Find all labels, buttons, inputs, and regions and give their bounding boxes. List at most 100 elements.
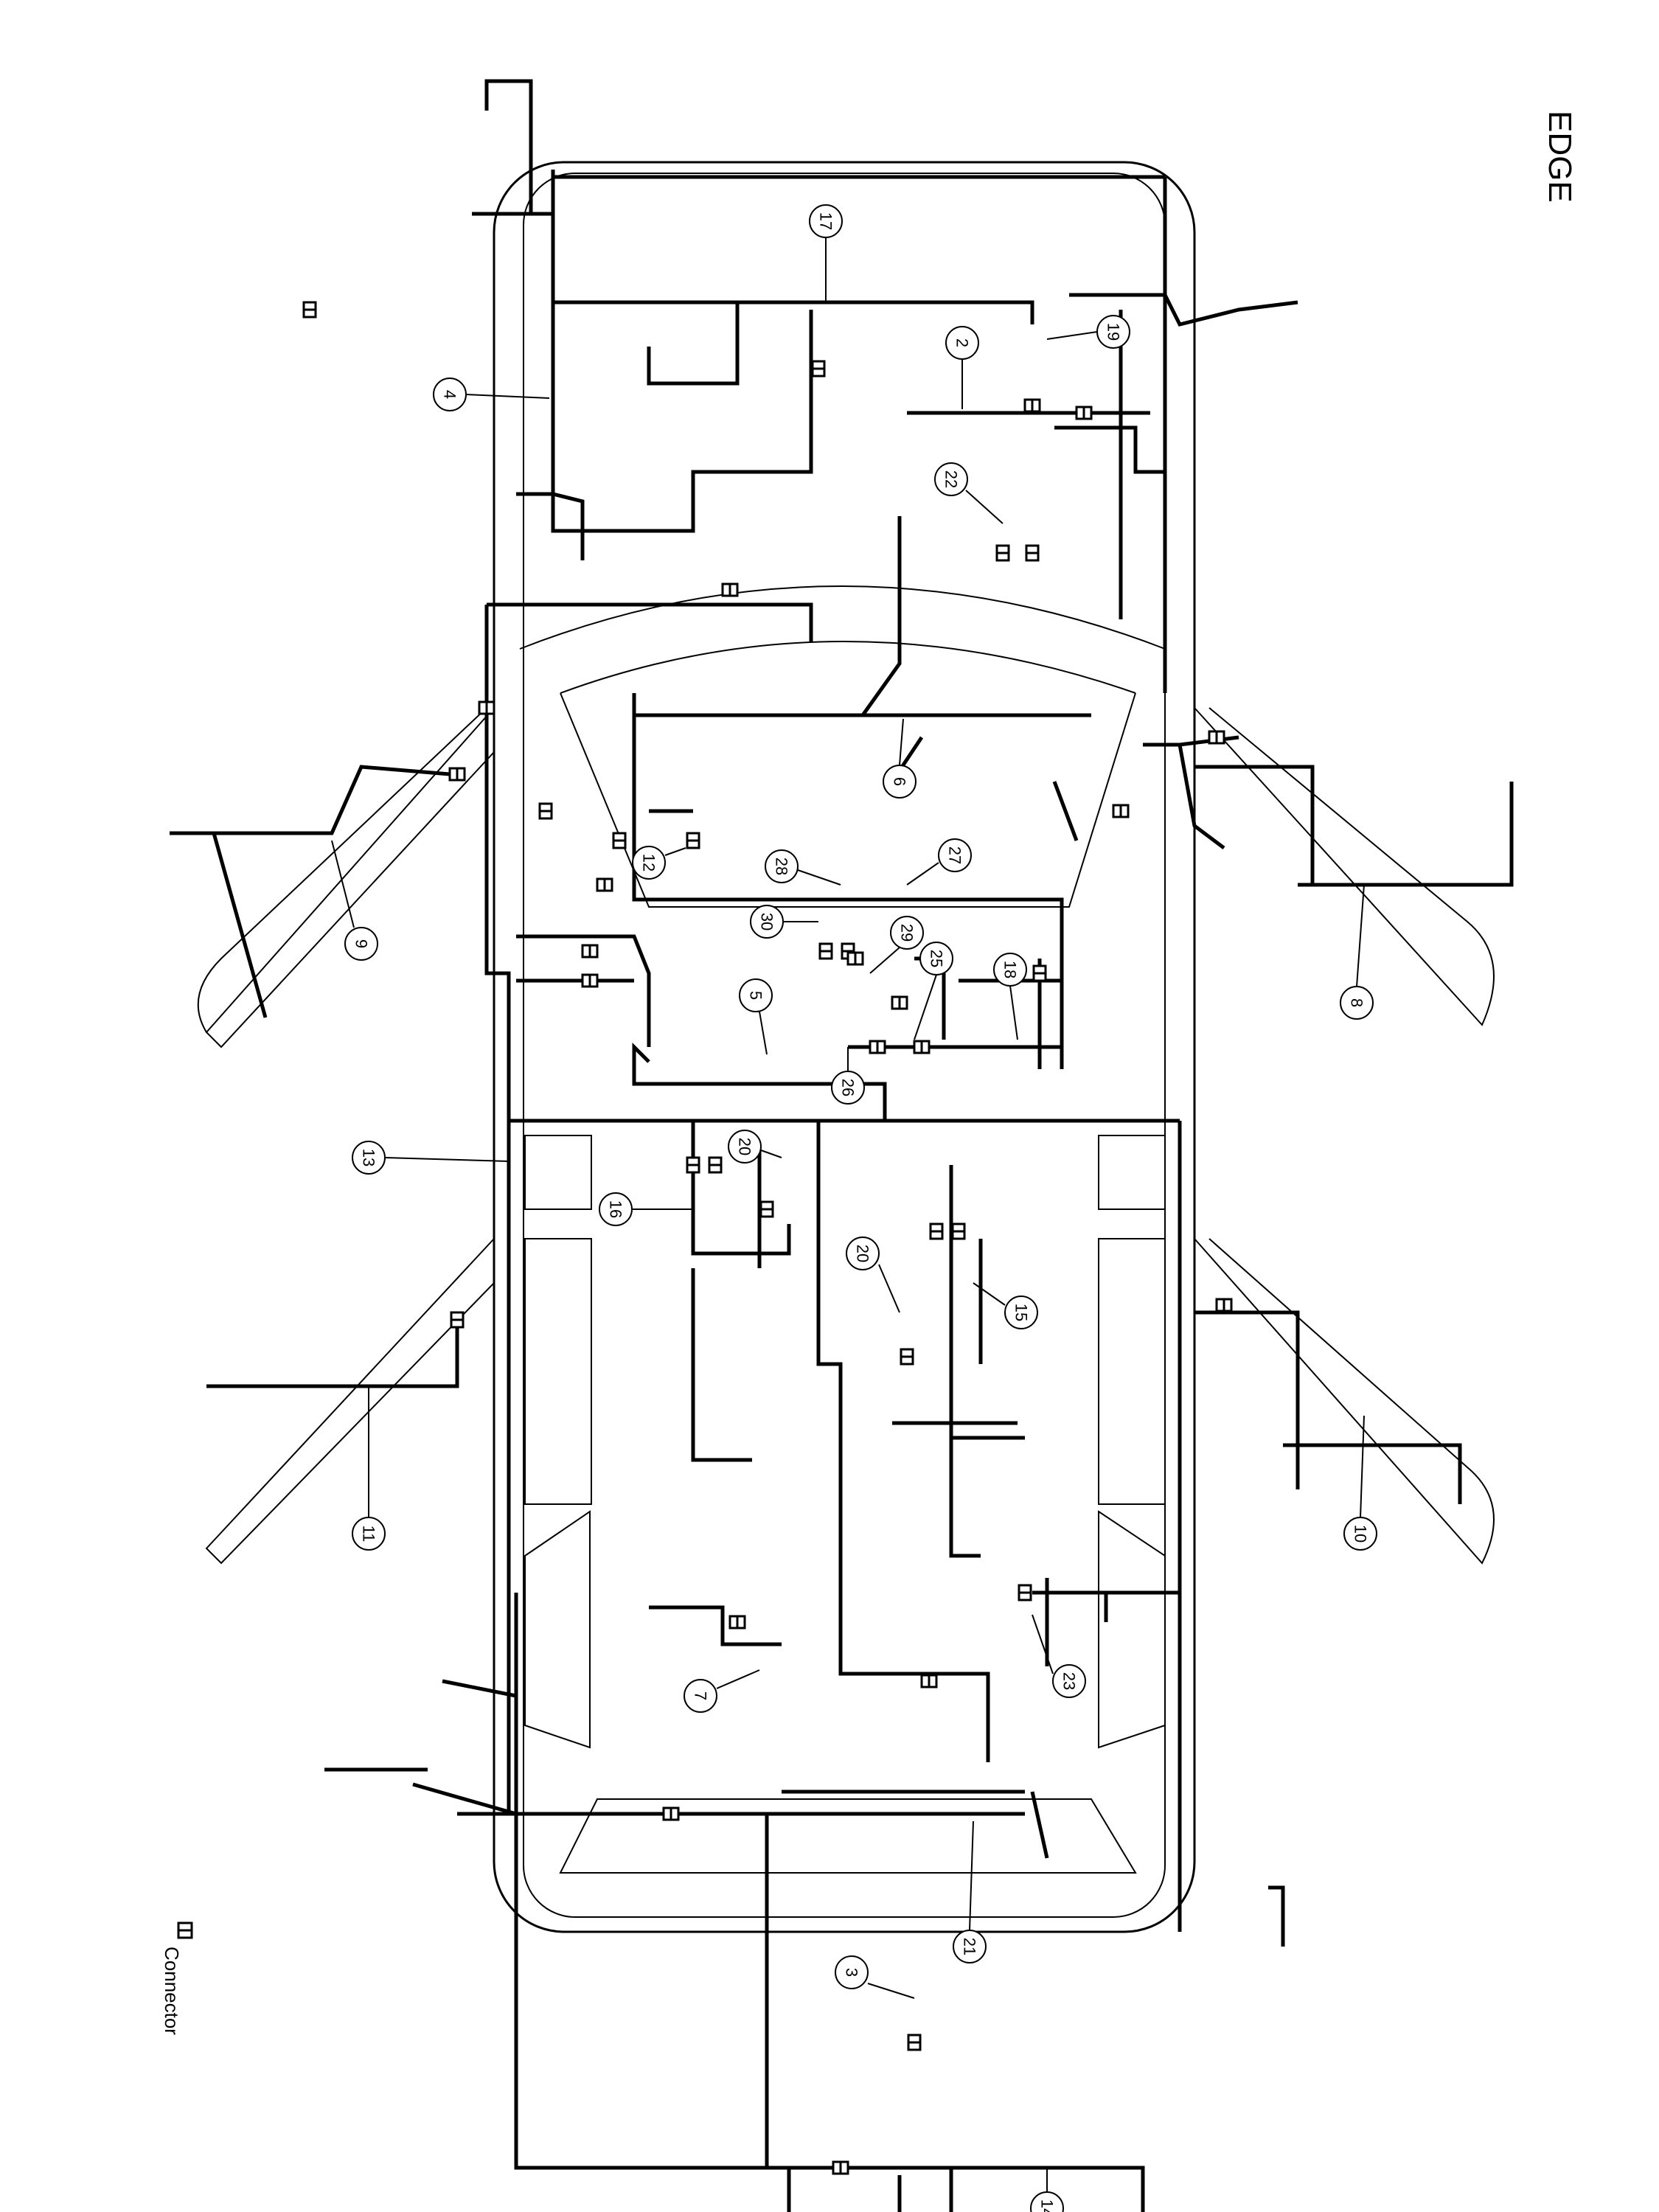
callout-label: 25: [914, 942, 953, 1040]
wire-segment: [212, 832, 268, 1018]
callout-label: 19: [1046, 315, 1130, 349]
connector-icon: [538, 802, 553, 820]
wire-segment: [1194, 1310, 1300, 1489]
callout-label: 8: [1340, 884, 1374, 1020]
connector-icon: [1112, 804, 1130, 818]
wire-segment: [936, 2166, 1145, 2212]
svg-text:8: 8: [1348, 998, 1366, 1007]
wire-segment: [649, 300, 1034, 324]
svg-text:15: 15: [1012, 1304, 1031, 1321]
wire-segment: [1054, 425, 1165, 474]
wire-segment: [484, 79, 533, 214]
callout-label: 26: [831, 1047, 865, 1105]
connector-icon: [686, 832, 700, 849]
callout-label: 4: [433, 378, 550, 411]
svg-text:23: 23: [1060, 1672, 1079, 1690]
connector-icon: [869, 1040, 886, 1054]
connector-icon: [721, 582, 739, 597]
connector-icon: [951, 1222, 966, 1240]
connector-icon: [759, 1200, 774, 1218]
callout-label: 29: [869, 916, 924, 974]
callout-label: 27: [906, 838, 972, 886]
connector-icon: [995, 544, 1010, 562]
connector-icon: [581, 944, 599, 959]
svg-text:5: 5: [747, 991, 765, 1000]
connector-icon: [1023, 398, 1041, 413]
wire-segment: [1030, 1791, 1049, 1859]
connector-icon: [811, 360, 826, 378]
svg-text:7: 7: [692, 1691, 710, 1700]
wire-segment: [442, 1679, 517, 1698]
connector-icon: [596, 877, 613, 892]
callout-label: 3: [835, 1955, 915, 1999]
wire-segment: [516, 492, 585, 560]
connector-icon: [448, 767, 466, 782]
svg-text:12: 12: [640, 854, 658, 872]
connector-icon: [846, 951, 864, 966]
connector-legend-icon: [177, 1921, 193, 1939]
wire-segment: [170, 765, 451, 835]
svg-text:2: 2: [953, 338, 972, 347]
svg-text:30: 30: [758, 913, 776, 931]
connector-icon: [1032, 964, 1047, 982]
wire-harnesses: [170, 79, 1514, 2212]
callout-label: 22: [934, 462, 1004, 524]
callout-label: 17: [809, 204, 843, 302]
wire-segment: [1143, 742, 1225, 849]
wire-segment: [632, 693, 1064, 1069]
connector-icon: [929, 1222, 944, 1240]
callout-label: 6: [883, 718, 917, 799]
wire-segment: [691, 1268, 752, 1462]
svg-text:6: 6: [891, 777, 909, 786]
wire-segment: [787, 2168, 902, 2212]
connector-icon: [708, 1156, 723, 1174]
wire-segment: [484, 605, 511, 1121]
connector-icon: [728, 1615, 746, 1630]
connector-icon: [818, 942, 833, 960]
callout-label: 20: [728, 1130, 782, 1164]
callout-label: 10: [1343, 1415, 1377, 1551]
callout-label: 5: [739, 978, 773, 1055]
connector-icon: [1208, 730, 1225, 745]
svg-text:11: 11: [360, 1526, 378, 1543]
connector-icon: [1215, 1298, 1233, 1312]
svg-text:18: 18: [1001, 961, 1020, 978]
callout-label: 23: [1032, 1614, 1086, 1698]
callout-labels: 2345678910111213141516171819202021222325…: [331, 204, 1377, 2212]
svg-text:9: 9: [352, 939, 371, 948]
wire-segment: [691, 1121, 791, 1256]
svg-text:21: 21: [961, 1938, 979, 1955]
callout-label: 13: [352, 1141, 509, 1175]
svg-text:25: 25: [928, 950, 946, 967]
callout-label: 11: [352, 1386, 386, 1551]
svg-text:20: 20: [736, 1138, 754, 1155]
connector-icon: [302, 301, 317, 319]
wire-segment: [516, 934, 651, 1047]
connector-icon: [478, 700, 495, 715]
callout-label: 12: [632, 846, 686, 880]
connector-icon: [612, 832, 627, 849]
svg-text:28: 28: [773, 858, 791, 875]
svg-text:10: 10: [1352, 1525, 1370, 1543]
wire-segment: [412, 1782, 517, 1816]
connector-icon: [913, 1040, 931, 1054]
svg-text:27: 27: [946, 846, 964, 864]
wire-segment: [1194, 765, 1315, 885]
connector-icon: [907, 2034, 922, 2051]
svg-text:16: 16: [607, 1200, 625, 1218]
connector-icon: [686, 1156, 700, 1174]
wire-segment: [514, 1814, 951, 2170]
connector-icon: [891, 995, 908, 1010]
wire-segment: [860, 516, 902, 717]
wire-segment: [1069, 293, 1298, 327]
callout-label: 9: [331, 840, 378, 961]
callout-label: 21: [953, 1820, 987, 1964]
wire-segment: [1052, 781, 1079, 841]
svg-text:22: 22: [942, 470, 961, 488]
svg-text:20: 20: [854, 1245, 872, 1262]
wire-segment: [1283, 1443, 1462, 1504]
callout-label: 2: [945, 326, 979, 409]
svg-text:29: 29: [898, 924, 917, 942]
wire-segment: [1298, 782, 1514, 887]
